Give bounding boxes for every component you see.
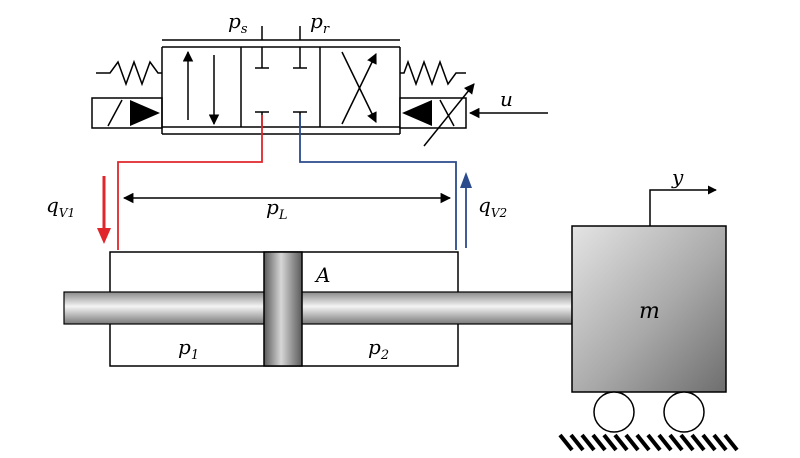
label-u: u bbox=[500, 87, 513, 111]
variable-arrow-icon bbox=[423, 83, 475, 147]
label-pr: pr bbox=[310, 9, 330, 37]
piston bbox=[263, 251, 303, 367]
label-mass: m bbox=[639, 299, 660, 324]
right-solenoid-slash bbox=[439, 99, 455, 127]
right-spring-icon bbox=[400, 59, 466, 87]
label-qv1: qV1 bbox=[46, 193, 75, 220]
cross-arrow-up-icon bbox=[341, 53, 377, 125]
servo-valve bbox=[91, 26, 548, 147]
mass-block bbox=[571, 225, 727, 393]
load-mass bbox=[558, 185, 739, 452]
flow-q1-arrowhead bbox=[97, 228, 111, 244]
left-solenoid-triangle-icon bbox=[130, 100, 160, 126]
cross-arrow-down-icon bbox=[341, 51, 377, 123]
label-qv2: qV2 bbox=[478, 193, 507, 220]
piston-rod bbox=[63, 291, 573, 325]
left-solenoid-slash bbox=[107, 99, 123, 127]
label-p1: p1 bbox=[178, 335, 199, 363]
right-solenoid-triangle-icon bbox=[402, 100, 432, 126]
wheel-right bbox=[663, 391, 705, 433]
label-pl: pL bbox=[266, 195, 287, 223]
label-p2: p2 bbox=[368, 335, 389, 363]
supply-flow-line bbox=[117, 115, 263, 250]
hydraulic-cylinder bbox=[63, 251, 573, 367]
left-spring-icon bbox=[96, 59, 162, 87]
ground-hatch-icon bbox=[558, 433, 739, 452]
displacement-arrow-icon bbox=[649, 185, 717, 226]
wheel-left bbox=[593, 391, 635, 433]
label-y: y bbox=[671, 165, 684, 189]
label-area: A bbox=[314, 263, 330, 287]
label-ps: ps bbox=[228, 9, 248, 37]
return-flow-line bbox=[299, 115, 457, 250]
flow-q2-arrowhead bbox=[460, 172, 472, 188]
